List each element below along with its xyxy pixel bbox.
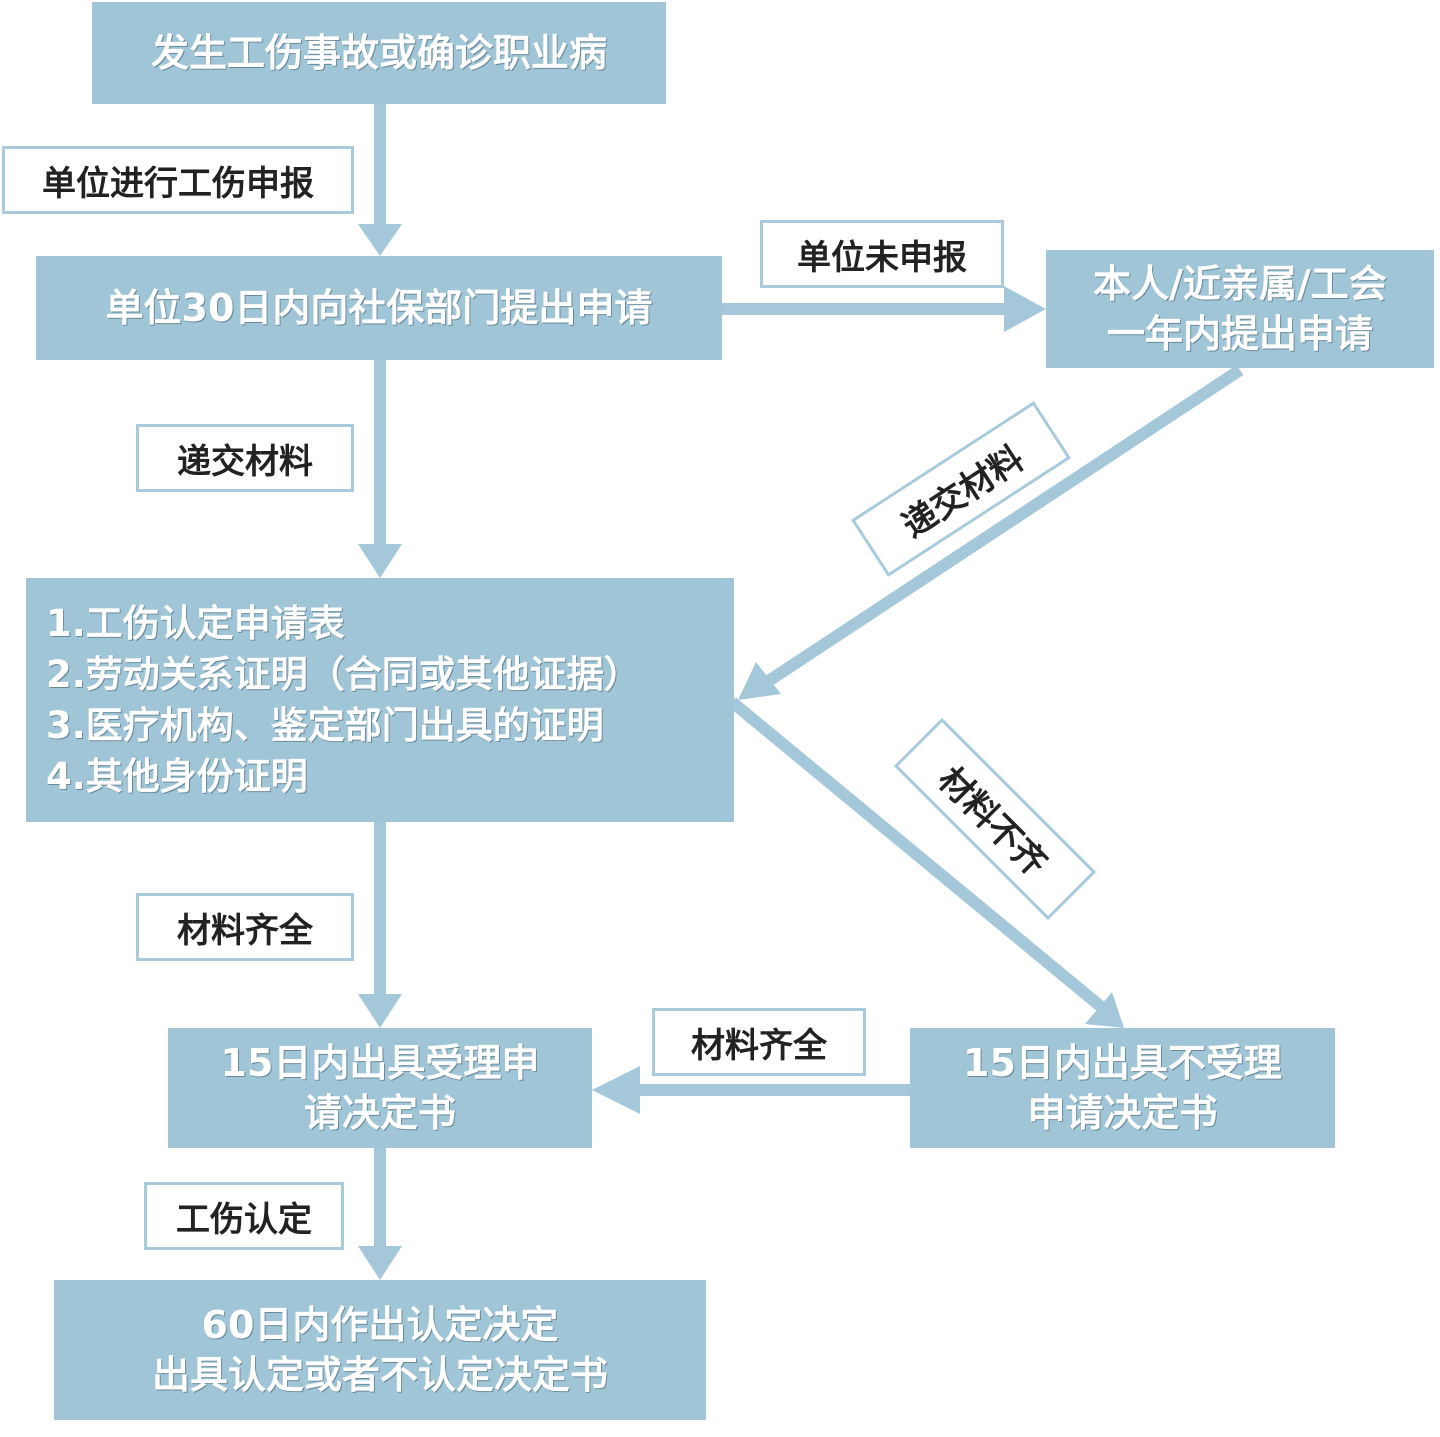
arrowhead-materials-diag <box>738 662 781 700</box>
node-accept: 15日内出具受理申 请决定书 <box>168 1028 592 1148</box>
arrowhead-accept-side <box>592 1066 640 1114</box>
label-complete-bottom: 材料齐全 <box>652 1008 866 1076</box>
node-reject: 15日内出具不受理 申请决定书 <box>910 1028 1335 1148</box>
node-decide: 60日内作出认定决定 出具认定或者不认定决定书 <box>54 1280 706 1420</box>
node-accept-line-1: 15日内出具受理申 <box>220 1040 540 1085</box>
node-unit-apply: 单位30日内向社保部门提出申请 <box>36 256 722 360</box>
arrowhead-unit-apply <box>358 224 402 256</box>
node-self-apply: 本人/近亲属/工会 一年内提出申请 <box>1046 250 1434 368</box>
label-injury-identify: 工伤认定 <box>144 1182 344 1250</box>
arrow-materials-to-reject <box>728 697 1109 1015</box>
node-self-apply-line-1: 本人/近亲属/工会 <box>1093 261 1387 306</box>
label-complete-left: 材料齐全 <box>136 893 354 961</box>
node-decide-line-2: 出具认定或者不认定决定书 <box>151 1353 608 1397</box>
node-decide-line-1: 60日内作出认定决定 <box>201 1302 559 1347</box>
node-reject-line-1: 15日内出具不受理 <box>963 1040 1282 1085</box>
arrowhead-decide <box>358 1246 402 1280</box>
arrow-self-apply-to-materials <box>760 364 1244 690</box>
node-unit-apply-line-1: 单位30日内向社保部门提出申请 <box>105 285 653 330</box>
label-submit-left: 递交材料 <box>136 424 354 492</box>
node-occur-line-1: 发生工伤事故或确诊职业病 <box>150 30 607 75</box>
materials-item-2: 2.劳动关系证明（合同或其他证据） <box>46 652 641 696</box>
arrowhead-accept <box>358 994 402 1028</box>
arrowhead-materials-main <box>358 544 402 578</box>
materials-item-3: 3.医疗机构、鉴定部门出具的证明 <box>46 704 604 747</box>
label-unit-report: 单位进行工伤申报 <box>2 146 354 214</box>
label-unit-not-report: 单位未申报 <box>760 220 1004 288</box>
node-reject-line-2: 申请决定书 <box>1027 1091 1218 1135</box>
node-self-apply-line-2: 一年内提出申请 <box>1106 312 1373 356</box>
node-materials: 1.工伤认定申请表 2.劳动关系证明（合同或其他证据） 3.医疗机构、鉴定部门出… <box>26 578 734 822</box>
materials-item-4: 4.其他身份证明 <box>46 755 308 799</box>
materials-item-1: 1.工伤认定申请表 <box>46 601 345 645</box>
arrowhead-reject <box>1085 992 1124 1028</box>
arrowhead-self-apply <box>1004 286 1046 332</box>
node-accept-line-2: 请决定书 <box>303 1091 456 1135</box>
node-occur: 发生工伤事故或确诊职业病 <box>92 2 666 104</box>
